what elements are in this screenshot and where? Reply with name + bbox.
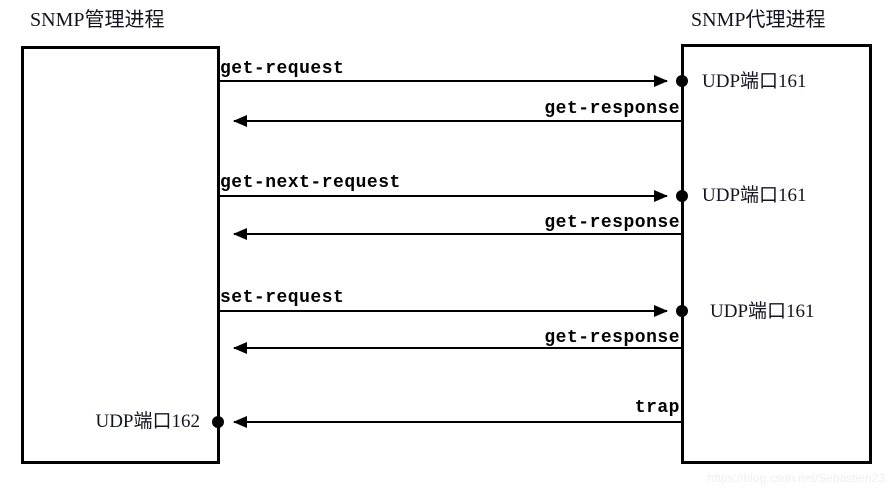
message-label-get-next-request: get-next-request (220, 173, 401, 193)
message-label-get-request: get-request (220, 59, 345, 79)
endpoint-dot-agent-2 (676, 190, 688, 202)
endpoint-dot-manager-trap (212, 416, 224, 428)
endpoint-dot-agent-1 (676, 75, 688, 87)
source-watermark: https://blog.csdn.net/Sebastien23 (707, 471, 885, 485)
message-label-get-response-1: get-response (544, 99, 680, 119)
agent-process-title: SNMP代理进程 (691, 9, 826, 31)
agent-port-label-3: UDP端口161 (710, 301, 815, 322)
agent-port-label-1: UDP端口161 (702, 71, 807, 92)
message-label-set-request: set-request (220, 288, 345, 308)
agent-port-label-2: UDP端口161 (702, 185, 807, 206)
message-label-get-response-2: get-response (544, 213, 680, 233)
manager-process-box (21, 46, 220, 464)
message-label-trap: trap (634, 398, 680, 418)
message-label-get-response-3: get-response (544, 328, 680, 348)
manager-process-title: SNMP管理进程 (30, 9, 165, 31)
manager-port-label: UDP端口162 (95, 411, 200, 432)
endpoint-dot-agent-3 (676, 305, 688, 317)
agent-process-box (681, 44, 872, 464)
